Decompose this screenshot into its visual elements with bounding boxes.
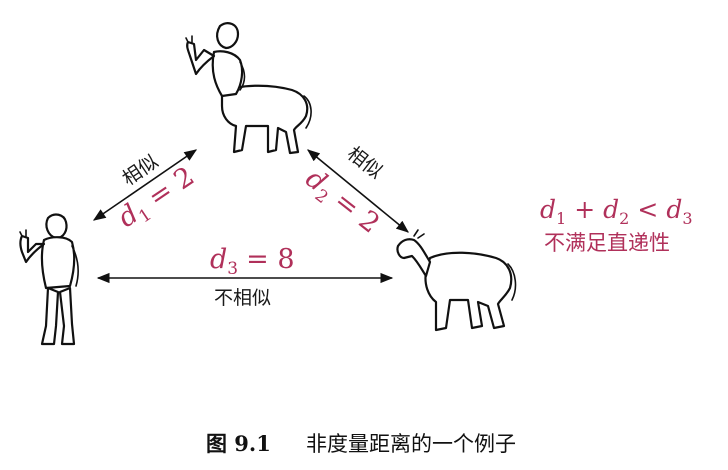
caption-text: 非度量距离的一个例子 [306, 432, 516, 456]
bottom-edge-dissimilar-label: 不相似 [214, 287, 271, 309]
left-edge-arrow [92, 149, 198, 221]
centaur-figure-icon [185, 22, 312, 155]
svg-text:d3= 8: d3= 8 [210, 244, 295, 279]
note-text: 不满足直递性 [544, 231, 670, 255]
right-edge-arrow [307, 149, 409, 233]
right-edge-similar-label: 相似 [343, 143, 387, 184]
human-figure-icon [19, 213, 79, 346]
figure-caption: 图 9.1 非度量距离的一个例子 [206, 431, 516, 456]
horse-figure-icon [396, 229, 517, 332]
note-math: d1+d2<d3 [540, 195, 693, 228]
triangle-inequality-note: d1+d2<d3 不满足直递性 [540, 195, 693, 255]
caption-label: 图 9.1 [206, 431, 271, 456]
bottom-edge-distance: d3= 8 [210, 244, 295, 279]
